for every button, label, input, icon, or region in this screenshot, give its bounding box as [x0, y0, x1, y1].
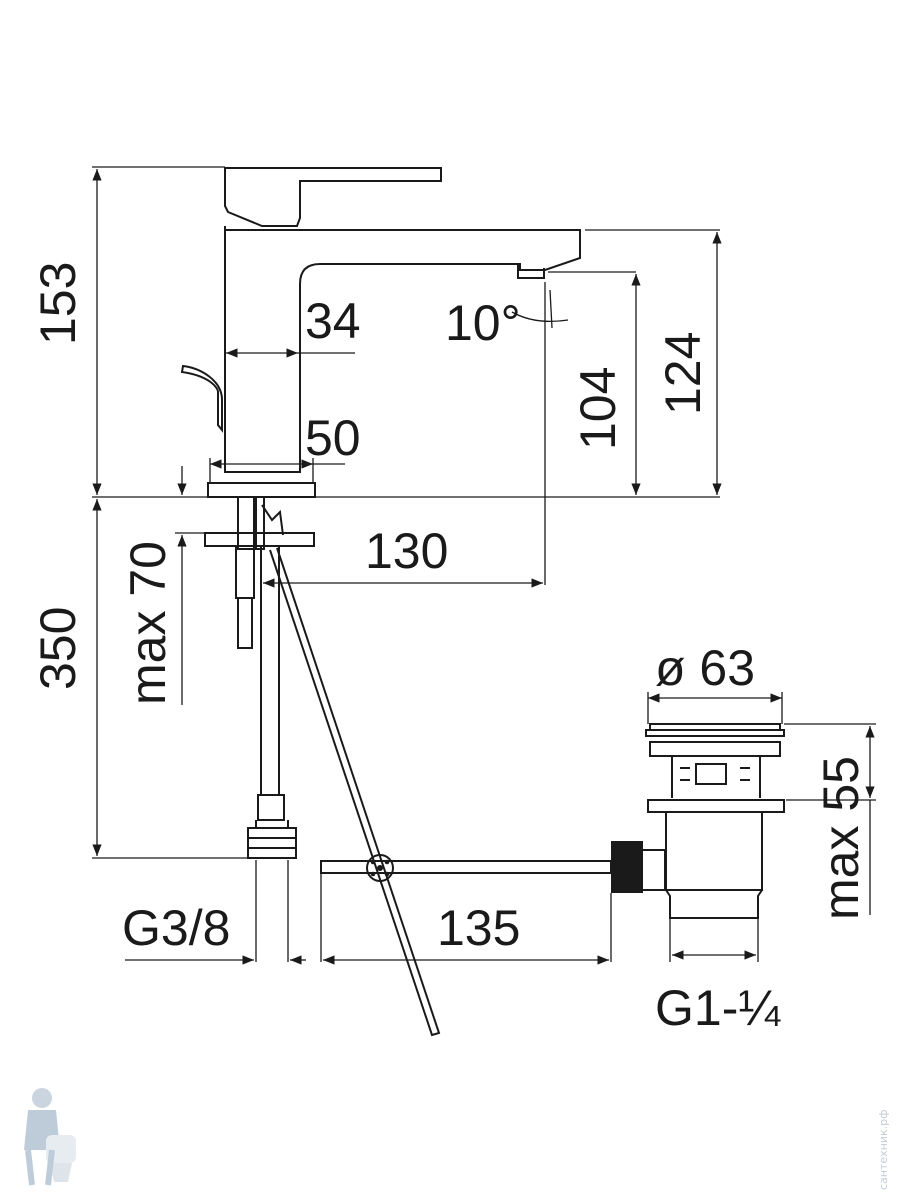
pivot-nut	[611, 841, 643, 893]
label-hose-length: 350	[30, 607, 86, 690]
fixing-stud-end	[237, 597, 253, 649]
drain-window	[695, 763, 727, 785]
aerator	[517, 264, 545, 279]
label-reach: 130	[365, 523, 448, 579]
drain-plug	[649, 741, 781, 757]
dim-angle-ray	[549, 289, 553, 329]
pull-rod	[269, 547, 441, 1037]
dimension-lines	[92, 166, 876, 965]
drain-cap-rim	[645, 729, 785, 737]
label-thread-drain: G1-¼	[655, 980, 781, 1036]
label-angle: 10°	[445, 295, 521, 351]
label-max-thickness: max 70	[120, 541, 176, 705]
label-drain-height: max 55	[813, 756, 869, 920]
fixing-stud	[235, 545, 255, 599]
hose-crimp	[257, 794, 285, 821]
popup-drain	[645, 723, 785, 919]
label-height-total: 153	[30, 262, 86, 345]
drain-flange	[647, 799, 785, 813]
fixing-plate	[204, 532, 315, 547]
dim-angle-arc	[511, 311, 569, 323]
drain-ribs	[680, 767, 750, 781]
label-outlet-height: 104	[570, 367, 626, 450]
hose-nut	[247, 820, 297, 859]
label-spout-width: 34	[305, 293, 361, 349]
lever-handle	[224, 167, 442, 227]
rod-clip	[366, 854, 394, 882]
label-spout-height: 124	[655, 332, 711, 415]
popup-lift-rod	[180, 364, 223, 433]
horizontal-rod	[320, 860, 612, 874]
drain-body-upper	[671, 756, 761, 798]
watermark-mascot	[24, 1088, 76, 1186]
watermark-text: сантехник.рф	[877, 1109, 890, 1190]
pivot-housing	[643, 849, 666, 891]
faucet-spout	[224, 226, 581, 473]
base-rosette	[207, 482, 316, 498]
label-rod-length: 135	[437, 900, 520, 956]
label-base-width: 50	[305, 410, 361, 466]
label-thread-hose: G3/8	[122, 900, 230, 956]
drain-tail	[665, 889, 763, 919]
label-drain-diameter: ø 63	[655, 640, 755, 696]
faucet-body	[180, 167, 581, 859]
lift-rod-link	[261, 504, 284, 536]
popup-linkage	[269, 547, 666, 1037]
shank	[237, 496, 255, 550]
drain-body	[665, 812, 763, 891]
rod-clip-screw	[377, 865, 383, 871]
